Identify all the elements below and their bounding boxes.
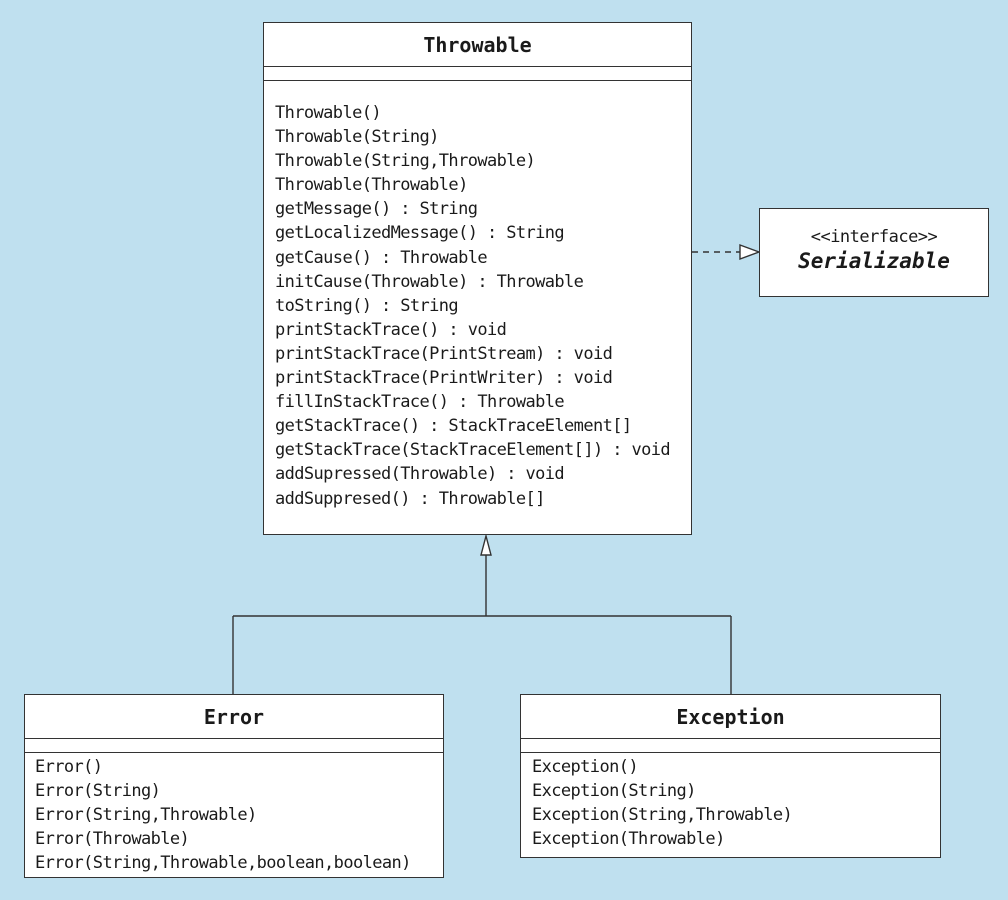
exception-methods: Exception() Exception(String) Exception(… bbox=[521, 753, 940, 851]
throwable-class-name: Throwable bbox=[264, 23, 691, 67]
method: Throwable() bbox=[275, 103, 382, 123]
method: addSuppresed() : Throwable[] bbox=[275, 488, 545, 509]
method: getStackTrace() : StackTraceElement[] bbox=[275, 416, 632, 437]
method: printStackTrace(PrintWriter) : void bbox=[275, 368, 613, 389]
throwable-methods: Throwable() Throwable(String) Throwable(… bbox=[264, 81, 691, 511]
method: Throwable(String,Throwable) bbox=[275, 151, 536, 172]
throwable-attributes-compartment bbox=[264, 67, 691, 81]
method: Exception(Throwable) bbox=[532, 829, 725, 850]
error-class-name: Error bbox=[25, 695, 443, 739]
method: printStackTrace() : void bbox=[275, 319, 507, 340]
method: Exception() bbox=[532, 757, 639, 777]
method: Throwable(String) bbox=[275, 127, 439, 148]
method: toString() : String bbox=[275, 295, 459, 316]
method: Error(Throwable) bbox=[35, 829, 190, 850]
generalization-arrowhead bbox=[480, 533, 492, 556]
error-attributes-compartment bbox=[25, 739, 443, 753]
method: Error() bbox=[35, 757, 103, 777]
method: Throwable(Throwable) bbox=[275, 175, 468, 196]
method: printStackTrace(PrintStream) : void bbox=[275, 343, 613, 364]
method: initCause(Throwable) : Throwable bbox=[275, 271, 584, 292]
method: fillInStackTrace() : Throwable bbox=[275, 392, 565, 413]
method: Error(String) bbox=[35, 781, 161, 802]
method: Exception(String) bbox=[532, 781, 696, 802]
method: Exception(String,Throwable) bbox=[532, 805, 793, 826]
exception-class-name: Exception bbox=[521, 695, 940, 739]
method: getLocalizedMessage() : String bbox=[275, 223, 565, 244]
method: getStackTrace(StackTraceElement[]) : voi… bbox=[275, 440, 671, 461]
method: Error(String,Throwable) bbox=[35, 805, 257, 826]
method: getCause() : Throwable bbox=[275, 247, 488, 268]
exception-class-box: Exception Exception() Exception(String) … bbox=[520, 694, 941, 858]
method: Error(String,Throwable,boolean,boolean) bbox=[35, 853, 411, 874]
serializable-interface-name: Serializable bbox=[798, 249, 950, 273]
realization-arrowhead bbox=[739, 243, 762, 261]
serializable-interface-box: <<interface>> Serializable bbox=[759, 208, 989, 297]
error-class-box: Error Error() Error(String) Error(String… bbox=[24, 694, 444, 878]
throwable-class-box: Throwable Throwable() Throwable(String) … bbox=[263, 22, 692, 535]
error-methods: Error() Error(String) Error(String,Throw… bbox=[25, 753, 443, 875]
interface-stereotype: <<interface>> bbox=[810, 227, 938, 247]
method: getMessage() : String bbox=[275, 199, 478, 220]
exception-attributes-compartment bbox=[521, 739, 940, 753]
method: addSupressed(Throwable) : void bbox=[275, 464, 565, 485]
